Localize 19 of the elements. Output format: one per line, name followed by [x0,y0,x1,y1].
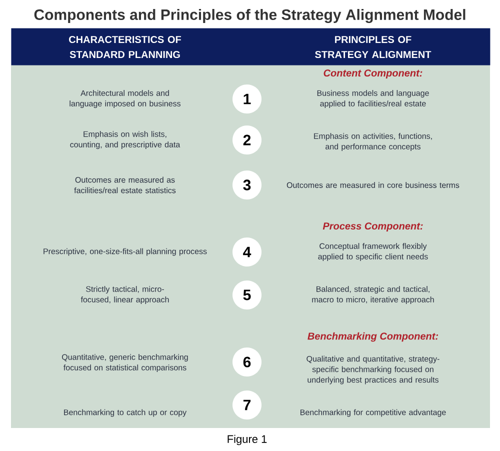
cell-text: Business models and language applied to facilities/real estate [317,90,429,108]
cell-text: Prescriptive, one-size-fits-all planning process [44,248,207,256]
cell-text: Emphasis on activities, functions, and performance concepts [314,133,432,151]
cell-text: Outcomes are measured as facilities/real estate statistics [74,176,176,194]
title: Components and Principles of the Strategy Alignment Model [34,8,466,24]
section-heading: Benchmarking Component: [308,332,438,342]
cell-text: Strictly tactical, micro-focused, linear approach [80,286,169,304]
caption: Figure 1 [228,434,267,446]
cell-text: Benchmarking for competitive advantage [300,409,446,417]
header-band: CHARACTERISTICS OF STANDARD PLANNING PRINCIPLES OF STRATEGY ALIGNMENT [11,28,490,66]
cell-text: Conceptual framework flexibly applied to specific client needs [318,243,428,261]
cell-text: Emphasis on wish lists, counting, and prescriptive data [70,131,180,149]
cell-text: Qualitative and quantitative, strategy-specific benchmarking focused on underlying best practices and results [306,356,440,384]
cell-text: Outcomes are measured in core business terms [286,182,460,188]
cell-text: Architectural models and language imposed on business [70,90,180,108]
cell-text: Balanced, strategic and tactical, macro to micro, iterative approach [312,286,434,304]
section-heading: Process Component: [322,222,423,232]
cell-text: Quantitative, generic benchmarking focused on statistical comparisons [62,354,188,372]
cell-text: Benchmarking to catch up or copy [64,409,187,417]
